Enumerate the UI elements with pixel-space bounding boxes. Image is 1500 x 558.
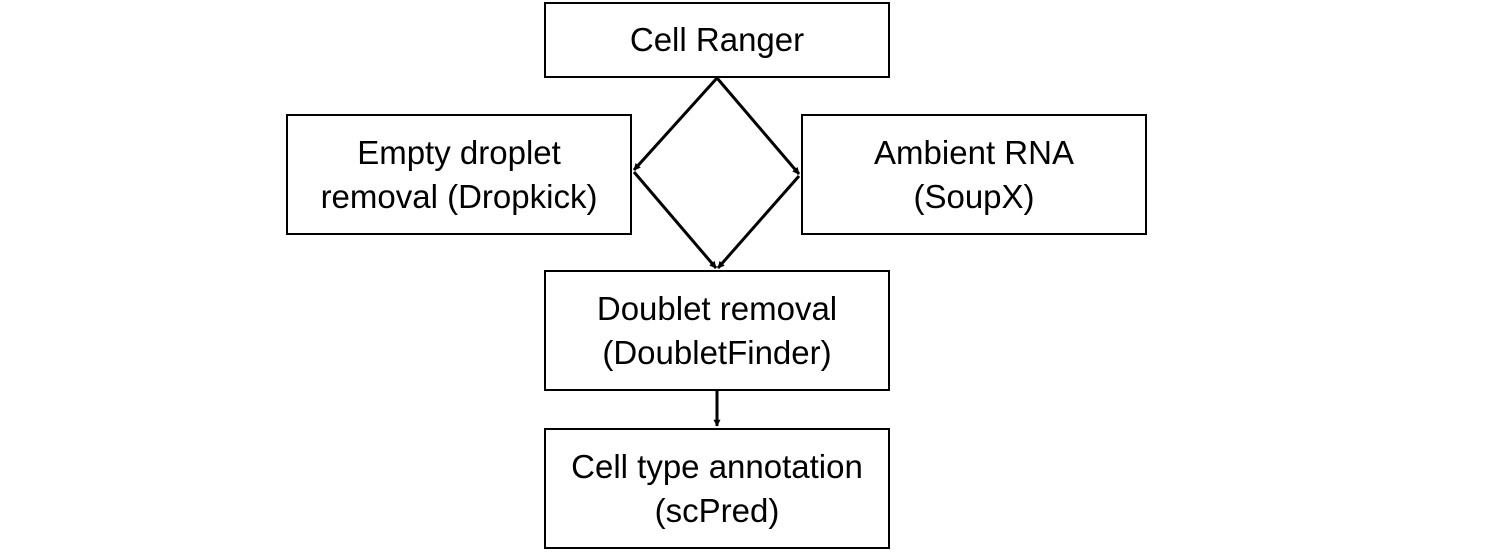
arrow-cellranger-to-dropkick	[632, 76, 719, 172]
node-ambient-rna: Ambient RNA (SoupX)	[801, 114, 1147, 235]
node-label-line2: (SoupX)	[913, 177, 1035, 215]
node-label-line2: (DoubletFinder)	[602, 333, 832, 371]
node-label-line1: Doublet removal	[596, 289, 838, 327]
node-label-line1: Ambient RNA	[874, 133, 1074, 171]
node-label-line1: Empty droplet	[357, 133, 561, 171]
node-label-line2: (scPred)	[654, 491, 780, 529]
node-label: Cell Ranger	[629, 21, 805, 58]
node-cell-ranger: Cell Ranger	[544, 2, 890, 78]
arrow-soupx-to-doublet	[716, 175, 801, 269]
node-label-line2: removal (Dropkick)	[320, 177, 598, 215]
node-doublet-removal: Doublet removal (DoubletFinder)	[544, 270, 890, 391]
node-cell-type-annotation: Cell type annotation (scPred)	[544, 428, 890, 549]
node-label-line1: Cell type annotation	[571, 447, 863, 485]
arrow-dropkick-to-doublet	[632, 171, 718, 269]
arrow-cellranger-to-soupx	[715, 77, 801, 175]
node-empty-droplet-removal: Empty droplet removal (Dropkick)	[286, 114, 632, 235]
